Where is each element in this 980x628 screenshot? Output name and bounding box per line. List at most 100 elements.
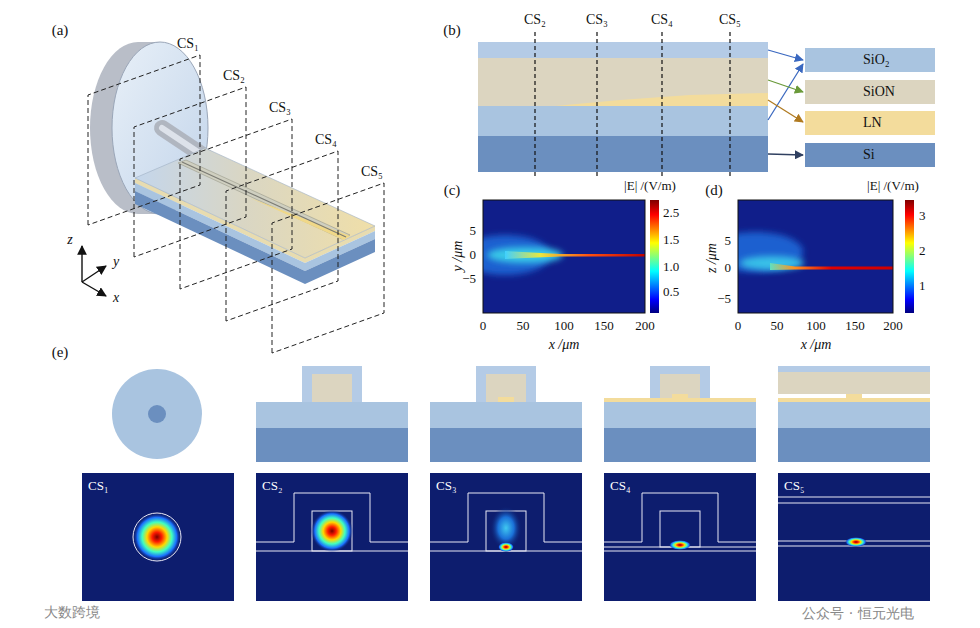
figure-label: 50 xyxy=(517,319,530,333)
heatmap-d xyxy=(738,200,893,313)
figure-label: 2.5 xyxy=(663,206,679,220)
mode-field xyxy=(498,542,514,552)
outline xyxy=(370,542,408,543)
mode-image-bg xyxy=(778,473,930,601)
cross-section-plane xyxy=(180,119,292,289)
sio2-box xyxy=(778,402,930,428)
si-substrate-layer xyxy=(478,136,768,172)
outline xyxy=(370,493,371,542)
figure-label: (b) xyxy=(443,22,461,39)
colorbar xyxy=(650,200,659,313)
ln-ridge xyxy=(846,394,862,398)
figure-label: 150 xyxy=(845,319,865,333)
figure-label: −5 xyxy=(462,272,476,286)
section-line xyxy=(661,32,662,178)
ln-taper xyxy=(250,198,350,240)
leader-arrow xyxy=(768,100,803,122)
mode-field xyxy=(311,510,353,552)
legend-text: SiO₂ xyxy=(863,52,890,67)
mode-image-bg xyxy=(430,473,582,601)
field-core xyxy=(505,251,645,259)
figure-label: 0 xyxy=(735,319,742,333)
mode-field xyxy=(845,537,867,547)
outline xyxy=(778,503,930,504)
outline xyxy=(604,542,642,543)
figure-label: 2 xyxy=(919,244,926,258)
figure-label: 0 xyxy=(725,261,732,275)
outline xyxy=(256,542,294,543)
figure-label: CS₅ xyxy=(719,12,741,27)
figure-label: 3 xyxy=(919,209,926,223)
figure-label: CS₅ xyxy=(784,479,804,493)
axis-label: z /μm xyxy=(704,243,719,273)
si-substrate xyxy=(256,428,408,462)
outline xyxy=(430,542,468,543)
mode-image-bg xyxy=(256,473,408,601)
leader-arrow xyxy=(768,50,803,60)
mode-field xyxy=(133,513,181,561)
outline xyxy=(312,511,352,551)
sio2-box xyxy=(604,402,756,428)
axis-y xyxy=(82,266,106,282)
axis-label: y xyxy=(113,254,119,269)
sio2-box-layer xyxy=(478,106,768,136)
figure-label: CS₃ xyxy=(586,12,608,27)
axis-label: x xyxy=(113,290,119,305)
figure-label: 1.5 xyxy=(663,233,679,247)
ln-taper xyxy=(498,397,514,402)
figure-label: |E| /(V/m) xyxy=(624,179,676,193)
figure-label: 1.0 xyxy=(663,260,679,274)
watermark: 大数跨境 xyxy=(44,605,100,620)
ln-ridge xyxy=(672,394,688,398)
axis-label: y /μm xyxy=(450,241,465,272)
section-line xyxy=(534,32,535,178)
outline xyxy=(468,493,469,542)
figure-label: CS₁ xyxy=(177,36,199,51)
sion-core xyxy=(486,374,526,402)
ln-slab xyxy=(604,398,756,402)
figure-label: 200 xyxy=(883,319,903,333)
ln-slab xyxy=(778,398,930,402)
legend-swatch: SiON xyxy=(805,80,935,104)
legend-text: Si xyxy=(863,147,875,162)
figure-label: (c) xyxy=(444,182,461,199)
leader-arrow xyxy=(768,80,803,92)
figure-label: CS₅ xyxy=(361,164,383,179)
colorbar xyxy=(905,200,914,313)
axis-x xyxy=(82,282,106,296)
outline xyxy=(544,493,545,542)
figure-label: CS₄ xyxy=(651,12,673,27)
outline xyxy=(718,542,756,543)
cross-section-plane xyxy=(226,151,338,321)
heatmap-bg xyxy=(483,200,645,313)
legend-swatch: LN xyxy=(805,111,935,135)
outline xyxy=(642,493,643,542)
sion-slab xyxy=(778,372,930,394)
heatmap-c xyxy=(483,200,645,313)
legend-swatch: Si xyxy=(805,143,935,167)
sio2-top-layer xyxy=(478,42,768,58)
legend-swatch: SiO₂ xyxy=(805,48,935,72)
axis-label: x /μm xyxy=(549,337,580,352)
figure-label: 100 xyxy=(554,319,574,333)
mode-image-bg xyxy=(604,473,756,601)
figure-label: 50 xyxy=(771,319,784,333)
ln-ridge xyxy=(846,394,862,398)
mode-field xyxy=(669,540,691,550)
figure-label: CS₂ xyxy=(524,12,546,27)
figure-label: CS₁ xyxy=(88,479,108,493)
figure-label: CS₃ xyxy=(269,100,291,115)
plot-frame xyxy=(483,200,645,313)
cross-section-plane xyxy=(134,87,246,257)
outline xyxy=(294,493,370,494)
outline xyxy=(544,542,582,543)
heatmap-bg xyxy=(738,200,893,313)
figure-label: 5 xyxy=(725,234,732,248)
figure-label: CS₃ xyxy=(436,479,456,493)
sio2-cladding xyxy=(650,366,710,398)
outline xyxy=(642,493,718,494)
leader-arrow xyxy=(768,154,803,155)
section-line xyxy=(729,32,730,178)
axis-label: x /μm xyxy=(801,337,832,352)
